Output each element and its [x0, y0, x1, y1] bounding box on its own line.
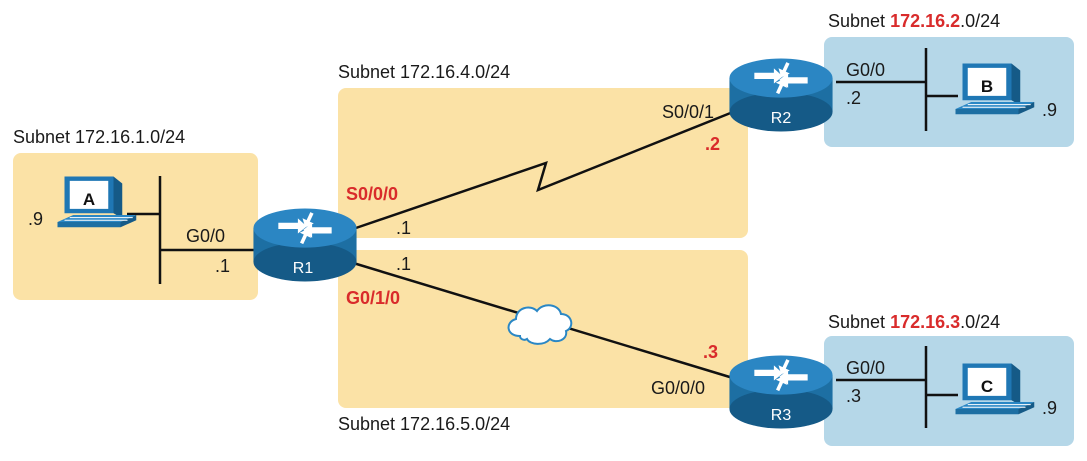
lan2-ethernet [836, 48, 958, 131]
r3-g000-label: G0/0/0 [651, 378, 705, 398]
cloud-icon [507, 304, 573, 345]
host-b-label: B [981, 77, 993, 96]
router-r2-name: R2 [771, 110, 792, 127]
lan1-subnet-label: Subnet 172.16.1.0/24 [13, 127, 185, 147]
host-b-ip: .9 [1042, 100, 1057, 120]
r1-s000-label: S0/0/0 [346, 184, 398, 204]
r1-g00-ip: .1 [215, 256, 230, 276]
lan3-subnet-area [824, 336, 1074, 446]
lan3-ethernet [836, 346, 958, 428]
wan2-subnet-label: Subnet 172.16.5.0/24 [338, 414, 510, 434]
r2-g00-label: G0/0 [846, 60, 885, 80]
r2-s001-ip: .2 [705, 134, 720, 154]
router-r2[interactable]: R2 [729, 58, 833, 132]
r2-g00-ip: .2 [846, 88, 861, 108]
r2-s001-label: S0/0/1 [662, 102, 714, 122]
wan1-subnet-label: Subnet 172.16.4.0/24 [338, 62, 510, 82]
router-r3[interactable]: R3 [729, 355, 833, 429]
r1-g010-label: G0/1/0 [346, 288, 400, 308]
r3-g00-ip: .3 [846, 386, 861, 406]
r3-g00-label: G0/0 [846, 358, 885, 378]
router-r3-name: R3 [771, 407, 792, 424]
host-c-label: C [981, 377, 993, 396]
r1-s000-ip: .1 [396, 218, 411, 238]
host-a-pc-icon[interactable]: A [56, 175, 137, 228]
host-a-label: A [83, 190, 95, 209]
router-r1[interactable]: R1 [253, 208, 357, 282]
lan3-subnet-label: Subnet 172.16.3.0/24 [828, 312, 1000, 332]
router-r1-name: R1 [293, 260, 314, 277]
lan1-ethernet [127, 176, 262, 284]
lan2-subnet-area [824, 37, 1074, 147]
r1-g010-ip: .1 [396, 254, 411, 274]
host-c-ip: .9 [1042, 398, 1057, 418]
lan2-subnet-label: Subnet 172.16.2.0/24 [828, 11, 1000, 31]
r3-g000-ip: .3 [703, 342, 718, 362]
serial-link [349, 110, 734, 232]
host-c-pc-icon[interactable]: C [954, 362, 1035, 415]
r1-g00-label: G0/0 [186, 226, 225, 246]
host-a-ip: .9 [28, 209, 43, 229]
host-b-pc-icon[interactable]: B [954, 62, 1035, 115]
